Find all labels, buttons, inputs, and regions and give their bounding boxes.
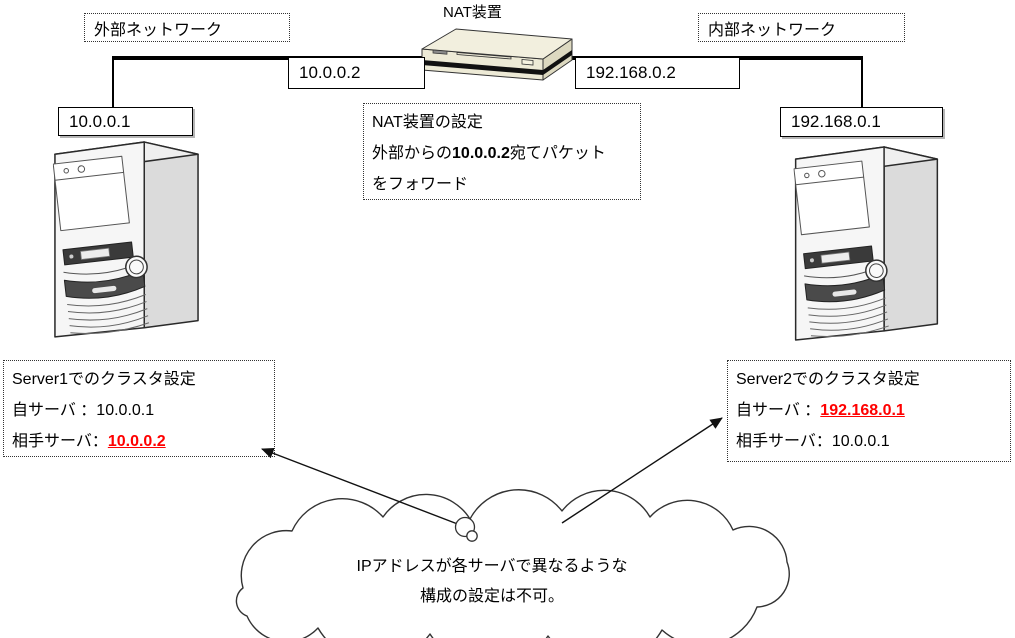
internal-network-label: 内部ネットワーク [708,21,837,39]
external-network-label-box: 外部ネットワーク [84,13,290,42]
server1-tower-image [52,138,202,343]
server1-ip-box: 10.0.0.1 [58,107,193,136]
nat-external-ip-box: 10.0.0.2 [288,57,425,89]
server2-own-row: 自サーバ ：192.168.0.1 [736,402,905,419]
server2-cluster-note: Server2でのクラスタ設定 自サーバ ：192.168.0.1 相手サーバ：… [727,360,1011,462]
arrow-to-server1-note [261,447,469,529]
nat-config-line2: 外部からの10.0.0.2宛てパケット [372,145,606,162]
nat-internal-ip: 192.168.0.2 [586,63,676,82]
thought-bubble-small-circle [466,530,478,542]
server1-own-row: 自サーバ ：10.0.0.1 [12,402,155,419]
server2-own-ip-highlight: 192.168.0.1 [820,402,905,419]
internal-server-connector-line [861,56,863,108]
server1-ip: 10.0.0.1 [69,111,131,131]
server2-cluster-title: Server2でのクラスタ設定 [736,371,920,388]
server2-tower-image [792,143,942,346]
nat-device-image [421,28,573,81]
arrow-to-server2-note [561,417,723,524]
server1-peer-ip-highlight: 10.0.0.2 [107,433,166,450]
server2-ip: 192.168.0.1 [791,112,881,131]
server1-cluster-note: Server1でのクラスタ設定 自サーバ ：10.0.0.1 相手サーバ：10.… [3,360,275,457]
nat-device-title: NAT装置 [443,4,502,21]
external-server-connector-line [112,56,114,108]
nat-external-ip: 10.0.0.2 [299,63,361,82]
internal-network-label-box: 内部ネットワーク [698,13,905,42]
nat-config-note: NAT装置の設定 外部からの10.0.0.2宛てパケット をフォワード [363,103,641,200]
external-bus-line [112,56,438,60]
server2-peer-row: 相手サーバ：10.0.0.1 [736,433,890,450]
server2-ip-box: 192.168.0.1 [780,107,943,137]
nat-internal-ip-box: 192.168.0.2 [575,57,740,89]
nat-config-line1: NAT装置の設定 [372,114,483,131]
server1-peer-row: 相手サーバ：10.0.0.2 [12,433,166,450]
external-network-label: 外部ネットワーク [94,21,223,39]
device-front-stripe [422,60,543,75]
cloud-note-line2: 構成の設定は不可。 [419,588,564,605]
nat-config-line3: をフォワード [372,176,469,193]
server1-cluster-title: Server1でのクラスタ設定 [12,371,196,388]
cloud-note-line1: IPアドレスが各サーバで異なるような [356,558,628,575]
thought-bubble-large-circle [454,516,476,538]
